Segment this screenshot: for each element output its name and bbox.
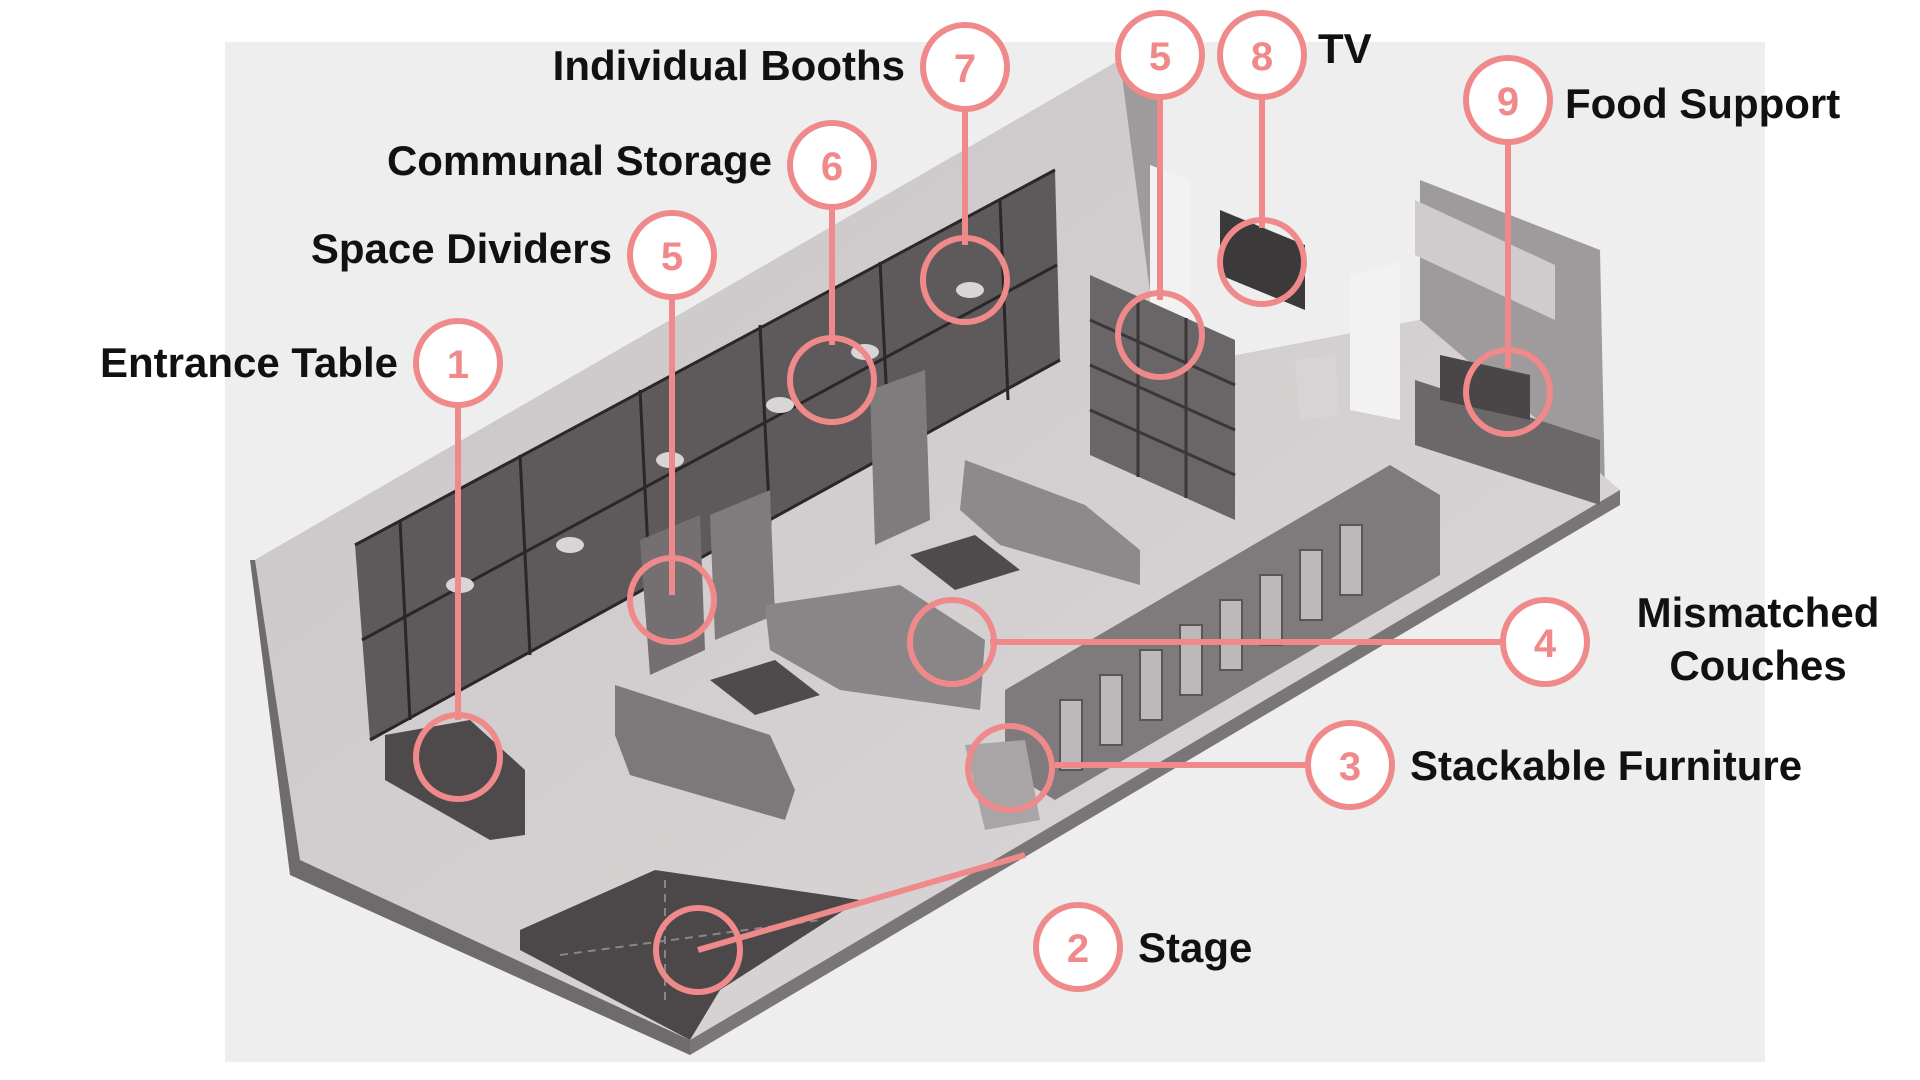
tv-screen [1220,210,1305,310]
space-divider-panel-3 [870,370,930,545]
badge-number-2: 2 [1067,927,1089,971]
kitchen-shelf-upper [1415,200,1555,320]
callout-badge-4: 4 [1500,597,1590,687]
callout-badge-6: 6 [787,120,877,210]
coffee-table-1 [910,535,1020,590]
badge-number-4: 4 [1534,622,1557,666]
cube-shelf-grid [1089,297,1236,498]
callout-badge-3: 3 [1305,720,1395,810]
entrance-table [385,720,525,840]
kitchen-cabinets [1415,380,1600,505]
space-divider-panel-2 [710,490,775,640]
badge-number-8: 8 [1251,35,1273,79]
target-rings [413,217,1553,995]
callout-badge-8: 8 [1217,10,1307,100]
badge-number-1: 1 [447,343,469,387]
label-food-support: Food Support [1565,80,1840,127]
badge-number-6: 6 [821,145,843,189]
label-individual-booths: Individual Booths [553,42,905,89]
label-entrance-table: Entrance Table [100,339,398,386]
callout-badge-9: 9 [1463,55,1553,145]
right-floor-edge [690,490,1620,1055]
callout-badge-7: 7 [920,22,1010,112]
callout-badge-1: 1 [413,318,503,408]
label-stackable-furniture: Stackable Furniture [1410,742,1802,789]
microwave [1440,355,1530,420]
stage-platform [520,870,860,1040]
label-communal-storage: Communal Storage [387,137,772,184]
callout-leader-lines [455,90,1511,953]
badge-number-5: 5 [661,235,683,279]
callout-badge-5-shelf: 5 [1115,10,1205,100]
label-space-dividers: Space Dividers [311,225,612,272]
label-mismatched-couches-line1: Mismatched [1637,589,1880,636]
badge-number-7: 7 [954,47,976,91]
door-opening-2 [1350,262,1400,420]
couch-front-left [615,685,795,820]
badge-number-3: 3 [1339,745,1361,789]
label-mismatched-couches-line2: Couches [1669,642,1846,689]
callout-badge-5: 5 [627,210,717,300]
badge-number-9: 9 [1497,80,1519,124]
tv-stand [1295,355,1340,420]
callout-badge-2: 2 [1033,902,1123,992]
badge-number-5-shelf: 5 [1149,35,1171,79]
label-tv: TV [1318,25,1372,72]
front-wall-edge [250,560,690,1055]
couch-back-right [960,460,1140,585]
coffee-table-2 [710,660,820,715]
label-stage: Stage [1138,924,1252,971]
